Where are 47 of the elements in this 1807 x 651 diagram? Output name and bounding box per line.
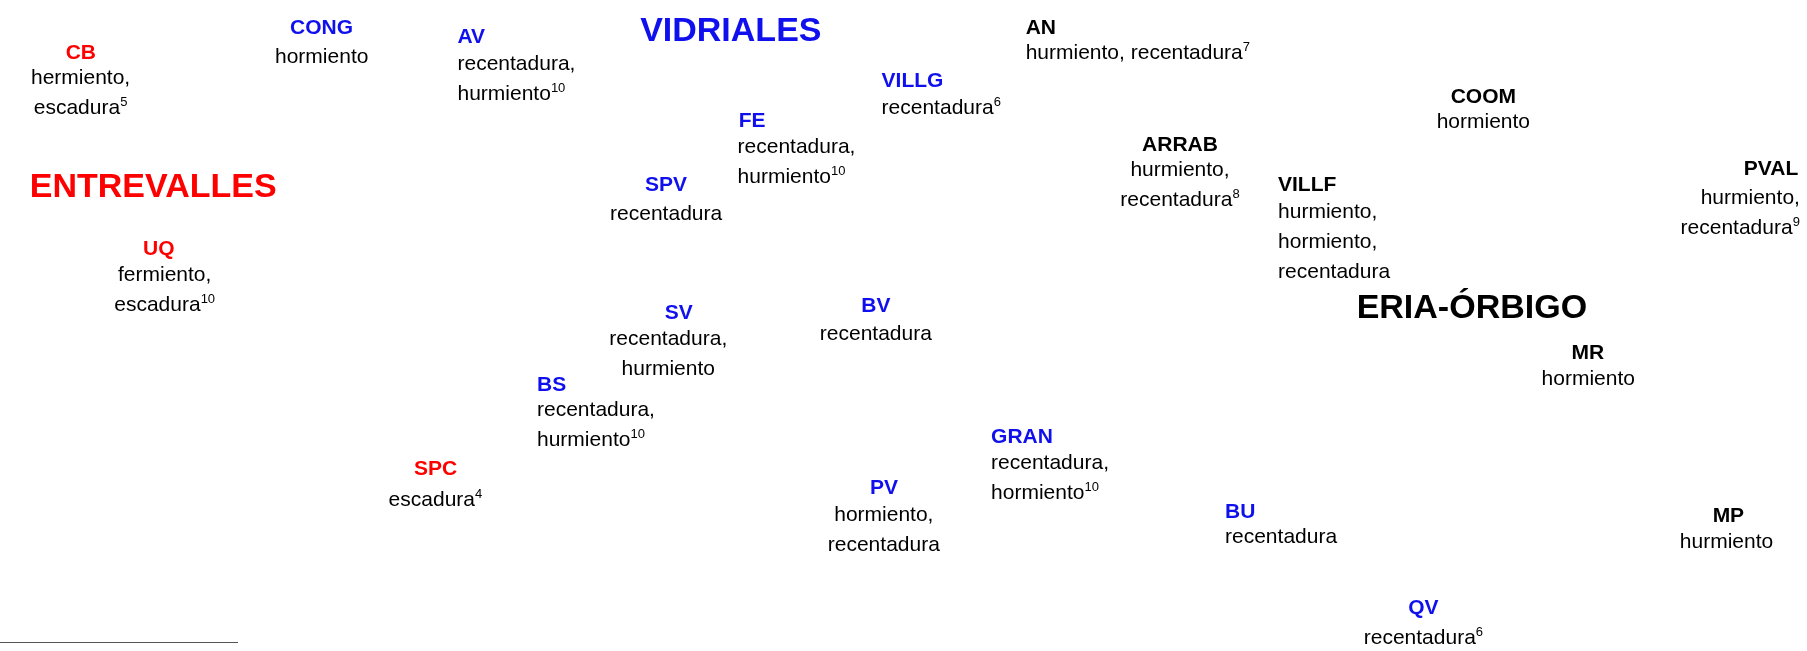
region-name: VIDRIALES [640,9,822,50]
dialect-words: recentadura [819,320,932,347]
dialect-words: escadura$^{4}$ [388,485,483,512]
dialect-words: recentadura$^{6}$ [1363,623,1484,651]
dialect-words: hurmiento, recentadura$^{7}$ [1025,37,1251,65]
dialect-words: hurmiento, recentadura$^{8}$ [1119,156,1241,213]
place-code: CB [65,38,96,65]
dialect-words: recentadura [610,200,723,227]
dialect-words: fermiento, escadura$^{10}$ [113,261,217,318]
place-code: BS [537,370,567,397]
dialect-words: hermiento, escadura$^{5}$ [29,64,132,121]
place-code: FE [738,106,766,133]
place-code: UQ [143,234,175,261]
place-code: SPV [645,171,688,198]
dialect-words: hormiento [1541,365,1635,391]
dialect-words: recentadura, hurmiento$^{10}$ [457,50,577,107]
place-code: GRAN [991,422,1053,449]
dialect-words: recentadura, hurmiento [608,324,729,381]
dialect-words: hurmiento [1679,527,1774,554]
dialect-words: recentadura [1225,522,1338,549]
dialect-words: recentadura, hurmiento$^{10}$ [537,396,656,453]
place-code: SPC [414,454,458,481]
place-code: BU [1225,497,1256,524]
place-code: MP [1712,502,1745,529]
region-name: ENTREVALLES [29,164,277,205]
dialect-words: hurmiento, hormiento, recentadura [1278,197,1392,284]
place-code: MR [1571,338,1605,365]
place-code: SV [664,299,693,326]
place-code: BV [861,292,891,319]
dialect-words: recentadura, hormiento$^{10}$ [991,449,1110,506]
dialect-words: hormiento [275,43,369,70]
place-code: VILLG [881,66,944,93]
place-code: COOM [1450,82,1516,109]
place-code: VILLF [1278,171,1337,198]
dialect-words: hurmiento, recentadura$^{9}$ [1679,184,1800,241]
place-code: ARRAB [1142,131,1218,158]
place-code: CONG [290,13,353,40]
dialect-words: hormiento [1436,108,1531,134]
dialect-words: recentadura$^{6}$ [881,93,1001,121]
region-name: ERIA-ÓRBIGO [1356,285,1588,326]
place-code: PV [869,474,898,501]
dialect-words: hormiento, recentadura [826,501,941,557]
dialect-words: recentadura, hurmiento$^{10}$ [737,133,857,190]
place-code: QV [1408,594,1439,621]
place-code: AV [457,22,486,49]
place-code: AN [1025,13,1056,40]
place-code: PVAL [1743,155,1799,182]
